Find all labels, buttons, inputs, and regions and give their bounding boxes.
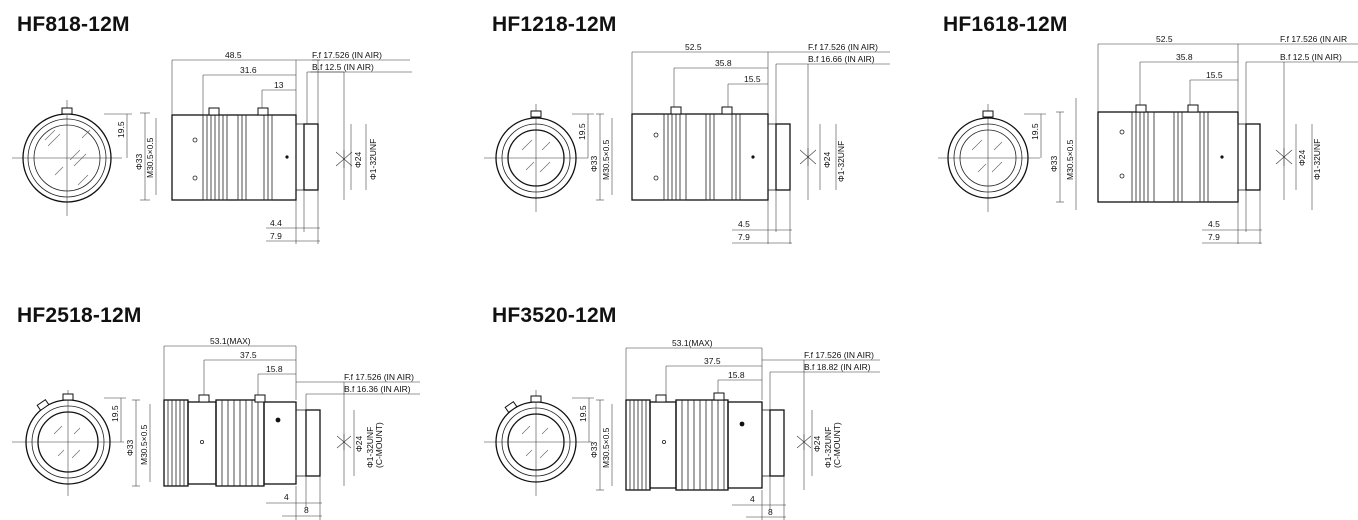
filter-thread-label: M30.5×0.5 xyxy=(145,137,155,178)
front-view: 19.5 xyxy=(938,104,1046,212)
filter-thread-label: M30.5×0.5 xyxy=(1065,139,1075,180)
lens-drawing: 19.5 Φ33 M30.5×0.5 xyxy=(12,336,420,520)
mount-thread-label: Φ1-32UNF xyxy=(368,139,378,180)
mount-thread-label: Φ1-32UNF xyxy=(365,427,375,468)
side-view: Φ33 M30.5×0.5 Φ24 Φ1-32UNF xyxy=(125,336,420,520)
back-focal-label: B.f 16.66 (IN AIR) xyxy=(808,54,875,64)
model-title: HF1618-12M xyxy=(943,13,1068,36)
filter-thread-label: M30.5×0.5 xyxy=(601,139,611,180)
mount-dia-label: Φ24 xyxy=(812,435,822,452)
front-view: 19.5 xyxy=(484,390,594,496)
lens-panel-hf1618: HF1618-12M 19.5 Φ33 M30.5×0.5 xyxy=(928,0,1358,260)
front-view: 19.5 xyxy=(12,390,126,496)
mid-length-label: 35.8 xyxy=(715,58,732,68)
mid-length-label: 37.5 xyxy=(704,356,721,366)
side-view: Φ33 M30.5×0.5 Φ24 Φ1-32UNF xyxy=(1049,34,1358,244)
ring-length-label: 15.8 xyxy=(266,364,283,374)
outer-dia-label: Φ33 xyxy=(589,155,599,172)
offset-a-label: 4 xyxy=(284,492,289,502)
side-view: Φ33 M30.5×0.5 Φ24 Φ1-32UNF xyxy=(134,50,412,244)
lens-panel-hf818: HF818-12M 19.5 Φ33 M30.5×0.5 xyxy=(0,0,460,260)
offset-b-label: 8 xyxy=(304,505,309,515)
mid-length-label: 31.6 xyxy=(240,65,257,75)
bolt-dim-label: 19.5 xyxy=(1030,123,1040,140)
back-focal-label: B.f 18.82 (IN AIR) xyxy=(804,362,871,372)
outer-dia-label: Φ33 xyxy=(125,439,135,456)
flange-focal-label: F.f 17.526 (IN AIR) xyxy=(808,42,878,52)
mount-dia-label: Φ24 xyxy=(822,151,832,168)
offset-a-label: 4.4 xyxy=(270,218,282,228)
flange-focal-label: F.f 17.526 (IN AIR) xyxy=(344,372,414,382)
lens-drawing: 19.5 Φ33 M30.5×0.5 xyxy=(12,50,412,244)
offset-b-label: 7.9 xyxy=(738,232,750,242)
outer-dia-label: Φ33 xyxy=(134,153,144,170)
flange-focal-label: F.f 17.526 (IN AIR xyxy=(1280,34,1347,44)
lens-drawing: 19.5 Φ33 M30.5×0.5 xyxy=(484,338,880,520)
mount-dia-label: Φ24 xyxy=(353,151,363,168)
lens-drawing: 19.5 Φ33 M30.5×0.5 Φ24 xyxy=(484,42,890,244)
lens-panel-hf2518: HF2518-12M 19.5 Φ33 M30.5×0.5 xyxy=(0,290,460,520)
mount-thread-label: Φ1-32UNF xyxy=(1312,139,1322,180)
offset-b-label: 7.9 xyxy=(270,231,282,241)
ring-length-label: 13 xyxy=(274,80,284,90)
front-view: 19.5 xyxy=(12,100,132,216)
mount-thread-label: Φ1-32UNF xyxy=(823,427,833,468)
flange-focal-label: F.f 17.526 (IN AIR) xyxy=(312,50,382,60)
mount-note-label: (C-MOUNT) xyxy=(832,422,842,468)
offset-a-label: 4.5 xyxy=(738,219,750,229)
filter-thread-label: M30.5×0.5 xyxy=(601,427,611,468)
ring-length-label: 15.5 xyxy=(1206,70,1223,80)
bolt-dim-label: 19.5 xyxy=(577,123,587,140)
overall-length-label: 52.5 xyxy=(1156,34,1173,44)
lens-drawing: 19.5 Φ33 M30.5×0.5 Φ24 xyxy=(938,34,1358,244)
offset-a-label: 4 xyxy=(750,494,755,504)
back-focal-label: B.f 12.5 (IN AIR) xyxy=(312,62,374,72)
offset-b-label: 8 xyxy=(768,507,773,517)
outer-dia-label: Φ33 xyxy=(589,441,599,458)
model-title: HF818-12M xyxy=(17,13,130,36)
filter-thread-label: M30.5×0.5 xyxy=(139,424,149,465)
back-focal-label: B.f 16.36 (IN AIR) xyxy=(344,384,411,394)
overall-length-label: 53.1(MAX) xyxy=(672,338,713,348)
front-view: 19.5 xyxy=(484,104,594,212)
model-title: HF2518-12M xyxy=(17,304,142,327)
mount-note-label: (C-MOUNT) xyxy=(374,422,384,468)
overall-length-label: 52.5 xyxy=(685,42,702,52)
overall-length-label: 48.5 xyxy=(225,50,242,60)
mount-thread-label: Φ1-32UNF xyxy=(836,141,846,182)
bolt-dim-label: 19.5 xyxy=(116,121,126,138)
overall-length-label: 53.1(MAX) xyxy=(210,336,251,346)
lens-panel-hf1218: HF1218-12M 19.5 Φ33 M30.5×0.5 xyxy=(470,0,930,260)
mid-length-label: 35.8 xyxy=(1176,52,1193,62)
ring-length-label: 15.5 xyxy=(744,74,761,84)
bolt-dim-label: 19.5 xyxy=(578,405,588,422)
model-title: HF1218-12M xyxy=(492,13,617,36)
bolt-dim-label: 19.5 xyxy=(110,405,120,422)
mount-dia-label: Φ24 xyxy=(354,435,364,452)
flange-focal-label: F.f 17.526 (IN AIR) xyxy=(804,350,874,360)
offset-b-label: 7.9 xyxy=(1208,232,1220,242)
side-view: Φ33 M30.5×0.5 Φ24 Φ1-32UNF xyxy=(589,338,880,520)
ring-length-label: 15.8 xyxy=(728,370,745,380)
outer-dia-label: Φ33 xyxy=(1049,155,1059,172)
side-view: Φ33 M30.5×0.5 Φ24 Φ1-32UNF xyxy=(589,42,890,244)
offset-a-label: 4.5 xyxy=(1208,219,1220,229)
lens-panel-hf3520: HF3520-12M 19.5 Φ33 M30.5×0.5 xyxy=(470,290,930,520)
back-focal-label: B.f 12.5 (IN AIR) xyxy=(1280,52,1342,62)
model-title: HF3520-12M xyxy=(492,304,617,327)
mount-dia-label: Φ24 xyxy=(1297,149,1307,166)
mid-length-label: 37.5 xyxy=(240,350,257,360)
